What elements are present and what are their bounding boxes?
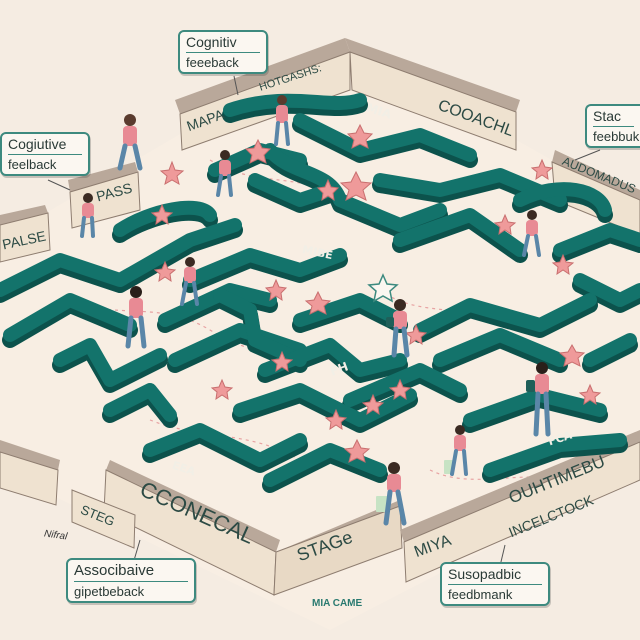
panel-susopadbic-feedbmank: Susopadbic feedbmank — [440, 562, 550, 606]
star-icon — [578, 383, 602, 406]
panel-title: Cogiutive — [8, 136, 67, 152]
star-icon — [153, 260, 177, 283]
person-icon — [522, 210, 541, 257]
panel-cogiutive-feelback: Cogiutive feelback — [0, 132, 90, 176]
people — [80, 95, 551, 526]
panel-title: Cognitiv — [186, 34, 237, 50]
star-icon — [316, 178, 340, 202]
panel-title: Associbaive — [74, 562, 155, 579]
star-icon — [558, 343, 586, 367]
person-icon — [125, 286, 147, 349]
star-icon — [324, 408, 348, 431]
star-icon — [404, 323, 428, 346]
panel-title: Stac — [593, 108, 622, 124]
star-icon — [150, 203, 174, 226]
panel-associbaive-gipetbeback: Associbaive gipetbeback — [66, 558, 196, 603]
person-icon — [376, 462, 407, 526]
star-icon — [367, 273, 399, 303]
person-icon — [117, 114, 143, 171]
person-icon — [526, 362, 551, 437]
maze-walls — [0, 93, 640, 487]
panel-subtitle: feeeback — [186, 52, 260, 70]
panel-subtitle: feebbuk — [593, 126, 639, 144]
panel-title: Susopadbic — [448, 566, 522, 582]
floor-label-mia-came: MIA CAME — [312, 598, 363, 609]
person-icon — [274, 95, 290, 146]
star-icon — [210, 378, 234, 401]
panel-subtitle: feelback — [8, 154, 82, 172]
star-icon — [304, 290, 332, 315]
panel-stac-feebbuk: Stac feebbuk — [585, 104, 640, 148]
star-icon — [530, 158, 554, 181]
person-icon — [216, 150, 233, 197]
star-icon — [264, 278, 288, 302]
star-icon — [493, 213, 517, 236]
star-icon — [361, 393, 385, 416]
person-icon — [80, 193, 95, 238]
star-icons — [150, 123, 602, 463]
star-icon — [551, 253, 575, 276]
star-icon — [159, 160, 185, 186]
panel-subtitle: feedbmank — [448, 584, 542, 602]
panel-cognitiv-feedback: Cognitiv feeeback — [178, 30, 268, 74]
star-icon — [388, 378, 412, 401]
star-icon — [244, 138, 272, 164]
person-icon — [180, 257, 199, 306]
star-icon — [346, 123, 374, 149]
person-icon — [386, 299, 410, 358]
star-icon — [343, 438, 371, 463]
outer-walls — [0, 38, 640, 596]
person-icon — [444, 425, 468, 476]
star-icon — [270, 350, 294, 373]
star-icon — [339, 170, 373, 201]
panel-subtitle: gipetbeback — [74, 581, 188, 599]
